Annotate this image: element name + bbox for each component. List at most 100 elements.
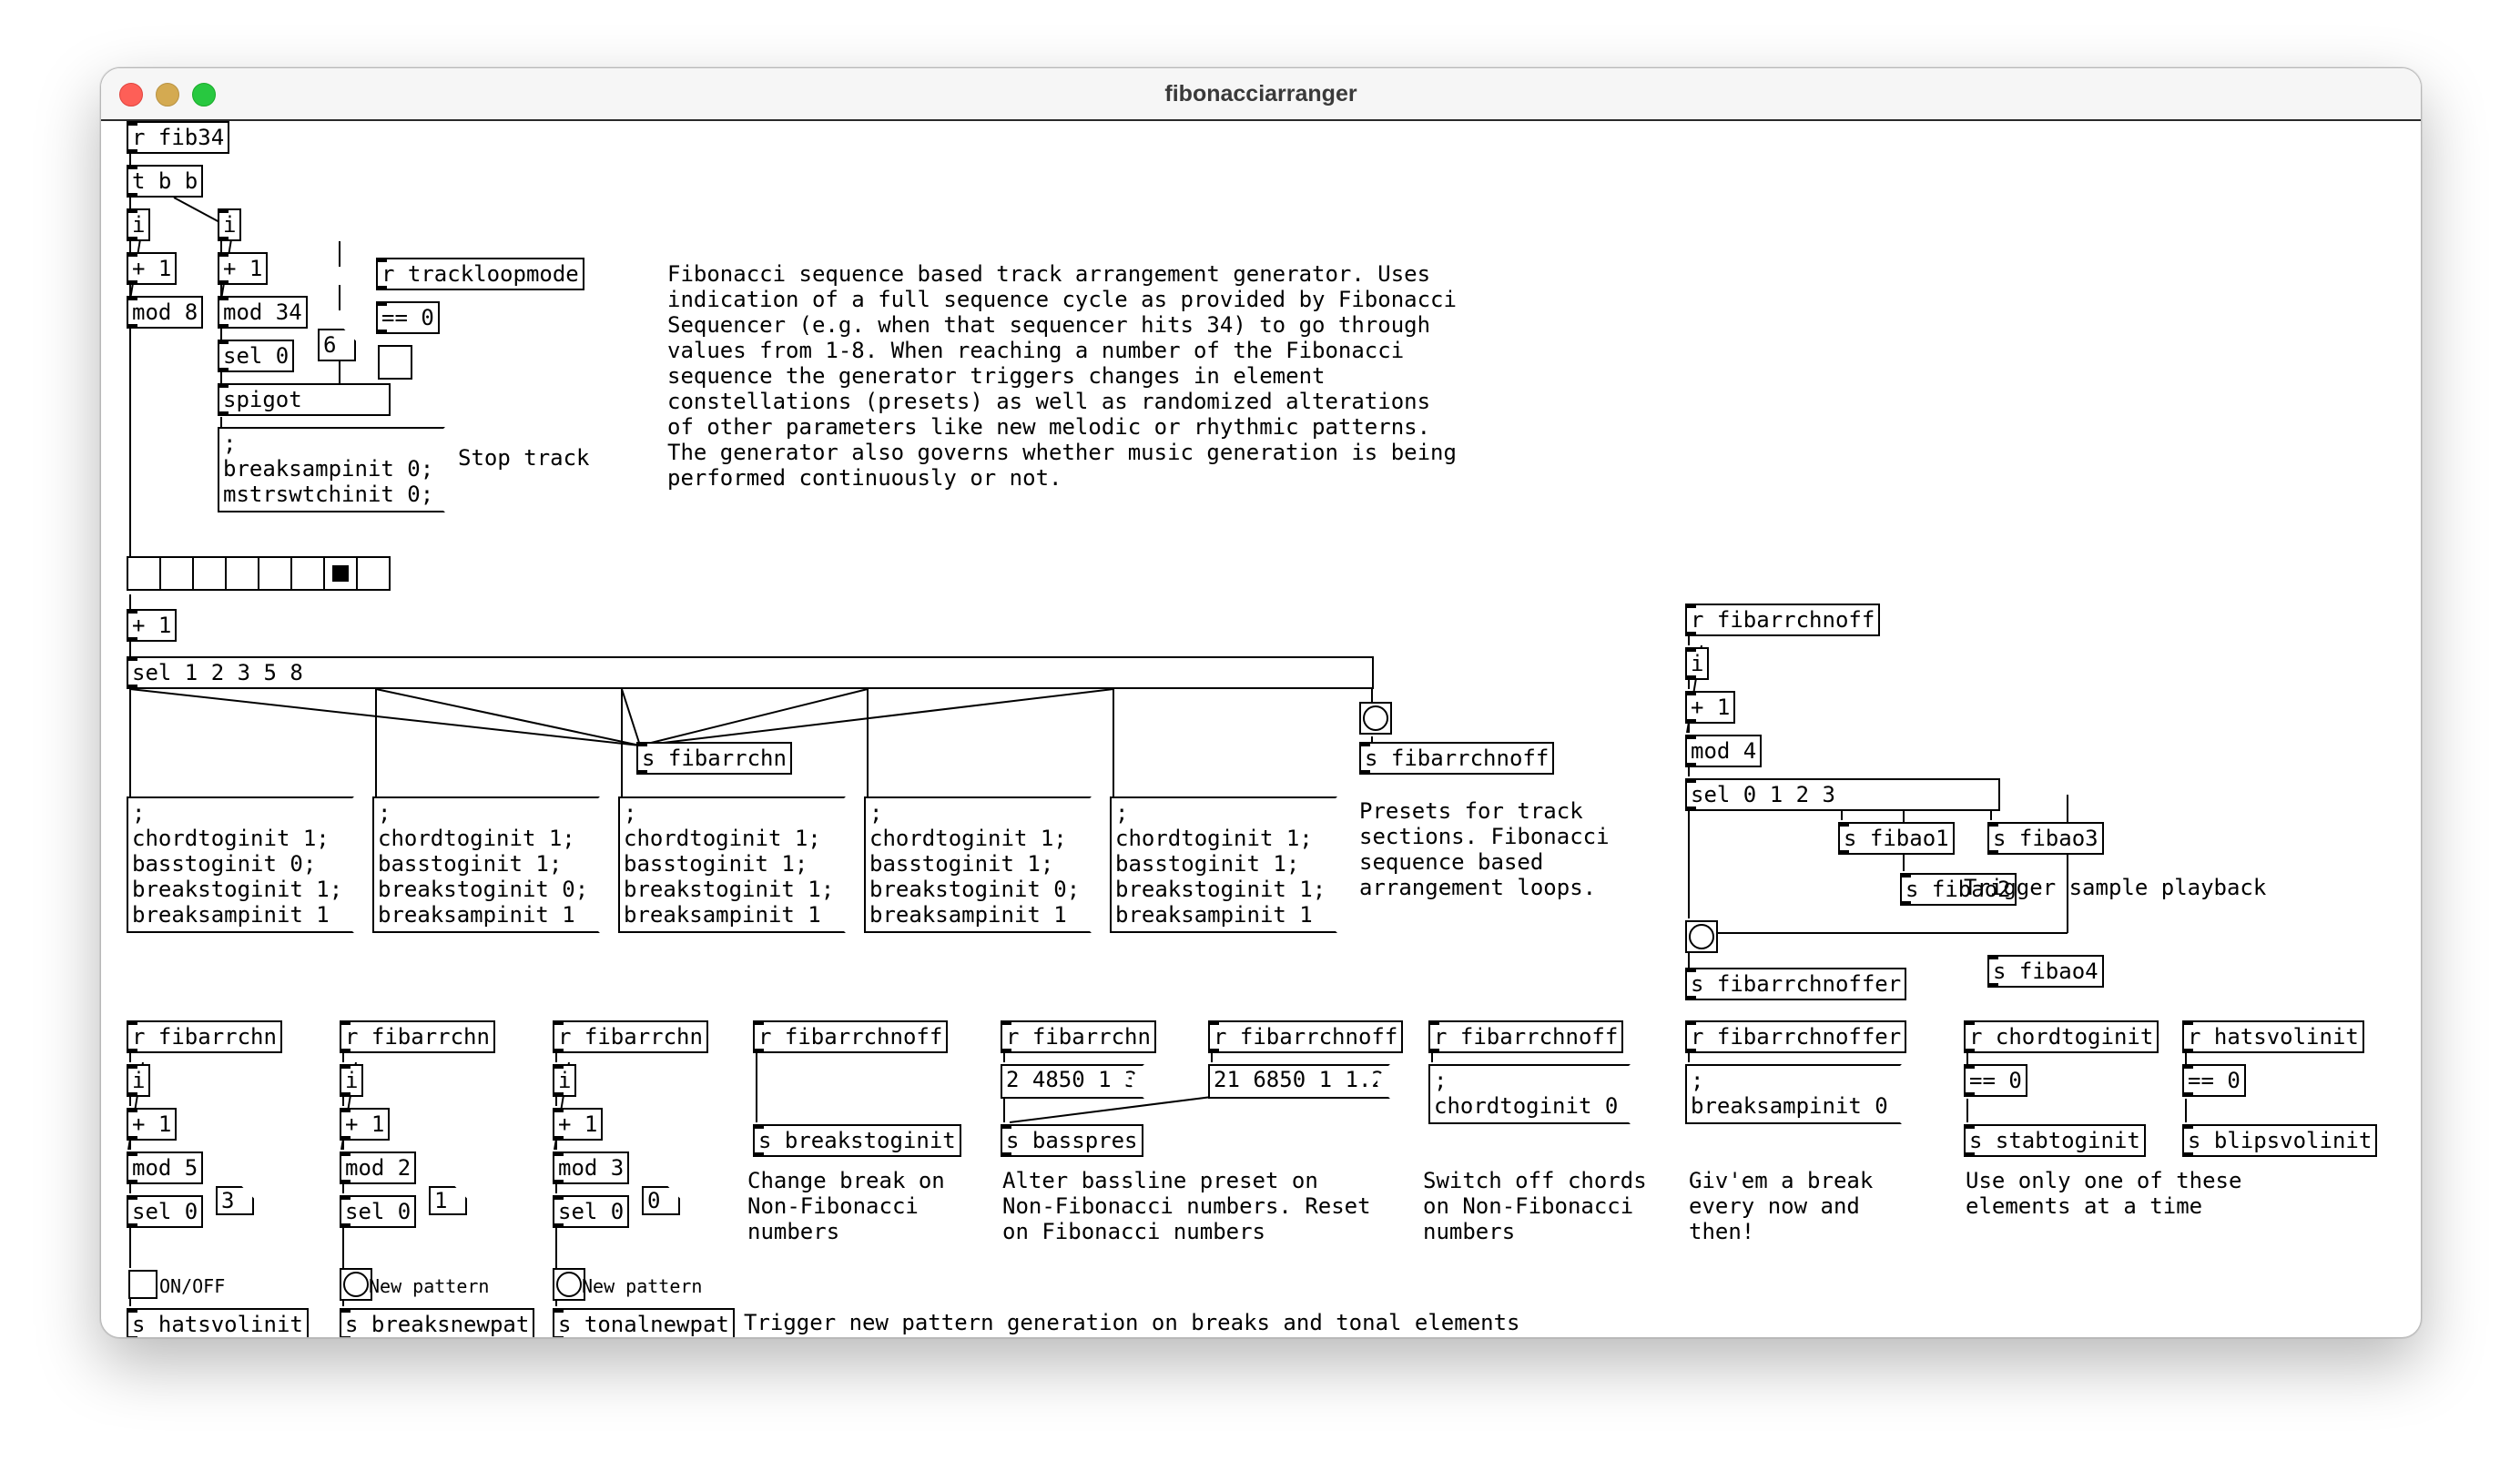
radio-cell[interactable] [258,556,292,591]
send-basspres[interactable]: s basspres [1001,1124,1143,1157]
add-one-object[interactable]: + 1 [1685,691,1736,724]
receive-chordtoginit[interactable]: r chordtoginit [1964,1020,2159,1053]
int-object[interactable]: i [553,1064,577,1097]
equals-zero-object[interactable]: == 0 [376,301,440,334]
switch-chords-comment: Switch off chords on Non-Fibonacci numbe… [1423,1168,1647,1244]
mod-5-object[interactable]: mod 5 [127,1151,204,1184]
int-object[interactable]: i [1685,647,1710,680]
mod-2-object[interactable]: mod 2 [340,1151,417,1184]
preset-message-2[interactable]: ; chordtoginit 1; basstoginit 1; breakst… [372,796,600,933]
number-box[interactable]: 3 [216,1186,254,1215]
int-object[interactable]: i [127,208,151,241]
select-0123-object[interactable]: sel 0 1 2 3 [1685,778,2000,811]
send-breaksnewpat[interactable]: s breaksnewpat [340,1308,535,1337]
radio-cell[interactable] [192,556,227,591]
add-one-object[interactable]: + 1 [127,609,178,642]
patch-canvas[interactable]: r fib34 t b b i + 1 mod 8 i + 1 mod 34 s… [101,121,2421,1337]
preset-message-4[interactable]: ; chordtoginit 1; basstoginit 1; breakst… [864,796,1092,933]
send-stabtoginit[interactable]: s stabtoginit [1964,1124,2146,1157]
stop-track-message[interactable]: ; breaksampinit 0; mstrswtchinit 0; [218,427,445,512]
give-break-comment: Giv'em a break every now and then! [1689,1168,1874,1244]
int-object[interactable]: i [340,1064,364,1097]
on-off-label: ON/OFF [159,1275,226,1297]
window-title: fibonacciarranger [1164,81,1357,107]
radio-cell-selected[interactable] [323,556,358,591]
receive-fibarrchnoffer[interactable]: r fibarrchnoffer [1685,1020,1907,1053]
number-value: 3 [221,1188,235,1213]
send-fibarrchnoff[interactable]: s fibarrchnoff [1359,742,1555,775]
new-pattern-label: New pattern [582,1275,703,1297]
zoom-button[interactable] [192,83,216,107]
new-pattern-bang[interactable] [553,1268,585,1301]
receive-fibarrchnoff[interactable]: r fibarrchnoff [1428,1020,1624,1053]
alter-bassline-comment: Alter bassline preset on Non-Fibonacci n… [1002,1168,1371,1244]
preset-message-1[interactable]: ; chordtoginit 1; basstoginit 0; breakst… [127,796,354,933]
equals-zero-object[interactable]: == 0 [2182,1064,2246,1097]
radio-cell[interactable] [356,556,391,591]
spigot-object[interactable]: spigot [218,383,391,416]
receive-trackloopmode[interactable]: r trackloopmode [376,258,584,290]
radio-cell[interactable] [159,556,194,591]
mod-3-object[interactable]: mod 3 [553,1151,630,1184]
send-fibao1[interactable]: s fibao1 [1838,822,1955,855]
break-off-message[interactable]: ; breaksampinit 0 [1685,1064,1902,1124]
radio-cell[interactable] [225,556,259,591]
chord-off-message[interactable]: ; chordtoginit 0 [1428,1064,1631,1124]
select-fibonacci-object[interactable]: sel 1 2 3 5 8 [127,656,1374,689]
select-zero-object[interactable]: sel 0 [553,1195,630,1228]
add-one-object[interactable]: + 1 [127,252,178,285]
select-zero-object[interactable]: sel 0 [127,1195,204,1228]
receive-fibarrchnoff[interactable]: r fibarrchnoff [1208,1020,1404,1053]
preset-message-3[interactable]: ; chordtoginit 1; basstoginit 1; breakst… [618,796,846,933]
select-zero-object[interactable]: sel 0 [340,1195,417,1228]
mod-8-object[interactable]: mod 8 [127,296,204,329]
bang-button[interactable] [1685,920,1718,953]
add-one-object[interactable]: + 1 [553,1108,604,1141]
send-fibarrchn[interactable]: s fibarrchn [636,742,792,775]
receive-fibarrchn[interactable]: r fibarrchn [553,1020,708,1053]
bass-preset-message-b[interactable]: 21 6850 1 1.2 [1208,1064,1390,1099]
new-pattern-bang[interactable] [340,1268,372,1301]
close-button[interactable] [119,83,143,107]
send-fibao3[interactable]: s fibao3 [1987,822,2104,855]
bass-preset-message-a[interactable]: 2 4850 1 3 [1001,1064,1144,1099]
radio-cell[interactable] [127,556,161,591]
send-fibao4[interactable]: s fibao4 [1987,955,2104,988]
receive-fibarrchn[interactable]: r fibarrchn [340,1020,495,1053]
receive-fibarrchnoff[interactable]: r fibarrchnoff [1685,604,1881,636]
receive-hatsvolinit[interactable]: r hatsvolinit [2182,1020,2364,1053]
send-fibarrchnoffer[interactable]: s fibarrchnoffer [1685,968,1907,1000]
change-break-comment: Change break on Non-Fibonacci numbers [747,1168,945,1244]
minimize-button[interactable] [156,83,179,107]
send-breakstoginit[interactable]: s breakstoginit [753,1124,961,1157]
int-object[interactable]: i [127,1064,151,1097]
send-blipsvolinit[interactable]: s blipsvolinit [2182,1124,2378,1157]
equals-zero-object[interactable]: == 0 [1964,1064,2027,1097]
on-off-toggle[interactable] [128,1270,158,1299]
trigger-object[interactable]: t b b [127,165,204,198]
patch-window: fibonacciarranger [100,67,2422,1338]
mod-4-object[interactable]: mod 4 [1685,735,1763,767]
number-box[interactable]: 1 [429,1186,467,1215]
receive-fibarrchnoff[interactable]: r fibarrchnoff [753,1020,949,1053]
add-one-object[interactable]: + 1 [340,1108,391,1141]
int-object[interactable]: i [218,208,242,241]
receive-fibarrchn[interactable]: r fibarrchn [127,1020,282,1053]
number-box[interactable]: 0 [642,1186,680,1215]
select-zero-object[interactable]: sel 0 [218,340,295,372]
loop-toggle[interactable] [378,345,412,380]
receive-fib34[interactable]: r fib34 [127,121,230,154]
preset-message-5[interactable]: ; chordtoginit 1; basstoginit 1; breakst… [1110,796,1337,933]
send-hatsvolinit[interactable]: s hatsvolinit [127,1308,309,1337]
stop-track-comment: Stop track [458,445,590,471]
radio-cell[interactable] [290,556,325,591]
send-tonalnewpat[interactable]: s tonalnewpat [553,1308,735,1337]
bang-button[interactable] [1359,702,1392,735]
receive-fibarrchn[interactable]: r fibarrchn [1001,1020,1156,1053]
mod-34-object[interactable]: mod 34 [218,296,308,329]
add-one-object[interactable]: + 1 [218,252,269,285]
send-fibao2[interactable]: s fibao2 [1900,873,2017,906]
add-one-object[interactable]: + 1 [127,1108,178,1141]
number-box[interactable]: 6 [318,329,356,361]
step-radio[interactable] [127,556,391,591]
